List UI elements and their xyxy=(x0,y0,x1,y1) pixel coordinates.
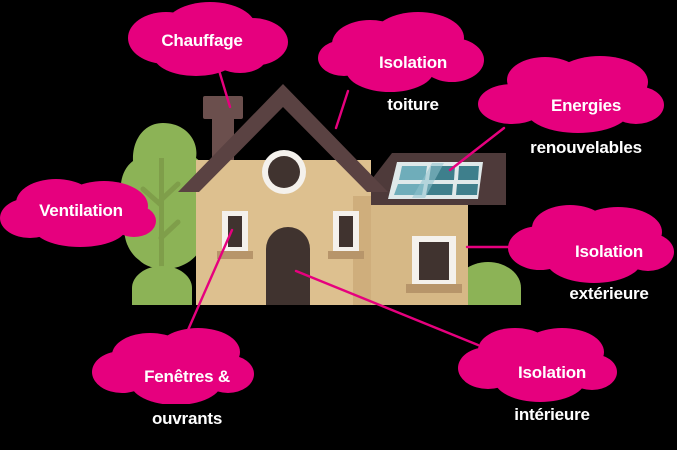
solar-tile xyxy=(456,184,478,195)
front-window-left xyxy=(217,211,253,259)
front-door xyxy=(266,227,310,305)
tree-branch-left-upper xyxy=(140,186,164,208)
front-window-right-sill xyxy=(328,251,364,259)
solar-tile xyxy=(426,184,453,195)
bush-left xyxy=(132,266,192,305)
solar-tile xyxy=(458,166,479,180)
bush-right-light xyxy=(455,262,521,305)
bubble-isolation-toiture[interactable] xyxy=(318,12,484,92)
connector-chauffage xyxy=(216,65,232,109)
gable-roof xyxy=(178,84,388,192)
right-wing-window-sill xyxy=(406,284,462,293)
illustration-canvas xyxy=(0,2,674,404)
tree-branch-right-lower xyxy=(158,219,181,241)
bubble-fenetres-ouvrants[interactable] xyxy=(92,328,254,404)
right-wing-window-pane xyxy=(419,242,449,280)
front-window-left-pane xyxy=(228,216,242,247)
connector-fenetres-ouvrants xyxy=(186,228,234,332)
callout-line: intérieure xyxy=(514,405,590,424)
house-group xyxy=(178,84,506,305)
callout-line: ouvrants xyxy=(151,409,223,428)
connector-isolation-toiture xyxy=(334,89,350,130)
tree-branch-right-upper xyxy=(158,181,181,203)
round-window-pane xyxy=(268,156,300,188)
front-window-left-sill xyxy=(217,251,253,259)
bubble-chauffage[interactable] xyxy=(128,2,288,76)
round-window xyxy=(262,150,306,194)
tree-trunk xyxy=(159,158,164,290)
front-window-right-pane xyxy=(339,216,353,247)
energy-renovation-infographic: Chauffage Isolation toiture Energies ren… xyxy=(0,2,674,428)
right-wing-window xyxy=(406,236,462,293)
solar-tile xyxy=(399,166,427,180)
front-window-right xyxy=(328,211,364,259)
connector-lines xyxy=(186,65,522,347)
chimney-cap xyxy=(203,96,243,119)
bubble-energies-renouvelables[interactable] xyxy=(478,56,664,133)
connector-isolation-interieure xyxy=(294,269,480,347)
solar-panel-glare xyxy=(412,163,444,198)
connector-energies-renouvelables xyxy=(448,126,506,172)
bubble-isolation-exterieure[interactable] xyxy=(508,205,674,283)
callout-bubbles xyxy=(0,2,674,404)
solar-panel xyxy=(388,162,483,199)
bubble-ventilation[interactable] xyxy=(0,179,156,247)
bubble-isolation-interieure[interactable] xyxy=(458,328,617,402)
